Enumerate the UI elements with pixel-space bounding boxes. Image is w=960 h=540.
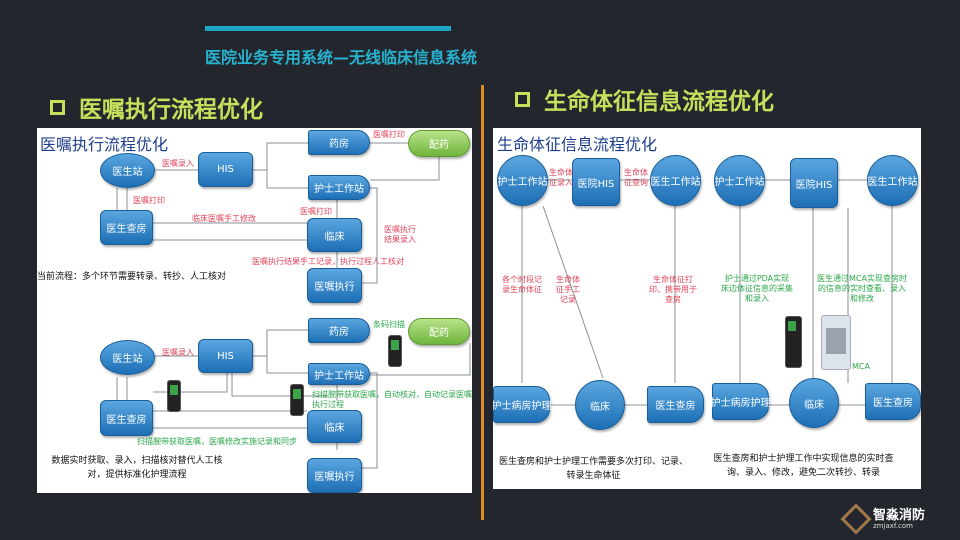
pda-device-icon (167, 380, 181, 412)
node-doctor-rounds: 医生查房 (100, 210, 153, 245)
pda-device-icon (290, 384, 304, 416)
node-pharmacy: 药房 (308, 318, 370, 343)
label-barcode-scan: 条码扫描 (373, 320, 405, 329)
current-process-note: 当前流程：多个环节需要转录、转抄、人工核对 (37, 272, 227, 282)
label-order-print: 医嘱打印 (373, 130, 405, 139)
section-divider (481, 85, 484, 520)
right-heading-text: 生命体征信息流程优化 (544, 89, 774, 115)
label-manual-modify: 临床医嘱手工修改 (192, 214, 256, 223)
diagram-connectors (521, 179, 893, 406)
label-manual-record: 生命体征手工记录 (556, 275, 580, 304)
improved-process-note: 数据实时获取、录入，扫描核对替代人工核对，提供标准化护理流程 (37, 455, 237, 482)
node-clinical: 临床 (307, 218, 362, 252)
right-section-heading: 生命体征信息流程优化 (515, 82, 774, 116)
left-heading-text: 医嘱执行流程优化 (79, 97, 263, 123)
label-order-entry: 医嘱录入 (162, 159, 194, 168)
checkbox-bullet-icon (50, 99, 65, 115)
label-mca-access: 医生通过MCA实现查房时的信息的实时查看、录入和修改 (817, 274, 907, 303)
node-dispense: 配药 (408, 318, 470, 345)
label-vital-entry: 生命体征录入 (549, 168, 573, 187)
node-nurse-station: 护士工作站 (308, 175, 370, 200)
node-his: HIS (198, 152, 253, 187)
mca-device-icon (821, 315, 851, 370)
node-clinical: 临床 (789, 378, 839, 428)
logo-url: zmjaxf.com (873, 521, 914, 530)
node-pharmacy: 药房 (308, 130, 370, 155)
label-manual-record: 医嘱执行结果手工记录，执行过程人工核对 (252, 257, 404, 266)
node-dispense: 配药 (408, 130, 470, 157)
node-nurse-station: 护士工作站 (308, 363, 370, 385)
note-line: 对，提供标准化护理流程 (87, 469, 187, 480)
node-order-execution: 医嘱执行 (307, 458, 362, 493)
pda-device-icon (388, 335, 402, 367)
label-result-entry: 医嘱执行结果录入 (384, 225, 416, 244)
title-accent-bar (205, 26, 451, 31)
node-doctor-rounds: 医生查房 (647, 386, 704, 423)
label-order-print: 医嘱打印 (300, 207, 332, 216)
logo-mark-icon (840, 503, 872, 535)
node-hospital-his: 医院HIS (790, 158, 838, 208)
diagram-connectors (116, 142, 471, 469)
label-pda-capture: 护士通过PDA实现床边体征信息的采集和录入 (721, 274, 793, 303)
label-record-vitals: 各个时段记录生命体征 (502, 275, 542, 294)
checkbox-bullet-icon (515, 91, 530, 107)
panel-title: 医嘱执行流程优化 (40, 135, 169, 154)
order-execution-diagram: 医嘱执行流程优化 医生站 HIS 药房 配药 护士工作站 医生查房 临床 医嘱执… (37, 128, 472, 493)
label-mca-device: MCA (852, 362, 870, 371)
node-doctor-rounds: 医生查房 (100, 400, 153, 436)
panel-title: 生命体征信息流程优化 (497, 135, 658, 154)
vital-signs-diagram: 生命体征信息流程优化 护士工作站 医院HIS 医生工作站 护士工作站 医院HIS… (493, 128, 921, 489)
node-doctor-station: 医生站 (100, 340, 155, 375)
logo-name: 智淼消防 (873, 507, 926, 523)
node-nurse-station: 护士工作站 (714, 155, 765, 206)
node-doctor-station: 医生站 (100, 153, 155, 188)
node-his: HIS (198, 339, 253, 373)
node-ward-care: 护士病房护理 (493, 386, 552, 423)
label-order-print: 医嘱打印 (133, 196, 165, 205)
node-doctor-station: 医生工作站 (867, 155, 918, 206)
label-scan-auto-verify: 扫描腕带获取医嘱，自动核对，自动记录医嘱执行过程 (312, 390, 472, 409)
pda-device-icon (785, 316, 802, 368)
node-doctor-rounds: 医生查房 (865, 383, 921, 420)
node-hospital-his: 医院HIS (572, 158, 620, 206)
label-print-vitals: 生命体征打印、携带用于查房 (649, 275, 697, 304)
node-nurse-station: 护士工作站 (497, 155, 548, 206)
label-order-entry: 医嘱录入 (162, 348, 194, 357)
current-process-note: 医生查房和护士护理工作需要多次打印、记录、转录生命体征 (498, 457, 688, 481)
label-scan-sync: 扫描腕带获取医嘱，医嘱修改实施记录和同步 (137, 437, 297, 446)
node-clinical: 临床 (307, 410, 362, 443)
node-ward-care: 护士病房护理 (711, 383, 771, 420)
node-clinical: 临床 (575, 380, 625, 430)
label-vital-query: 生命体征查询 (624, 168, 648, 187)
slide-subtitle: 医院业务专用系统—无线临床信息系统 (205, 48, 478, 67)
left-section-heading: 医嘱执行流程优化 (50, 90, 263, 124)
node-doctor-station: 医生工作站 (650, 155, 701, 206)
note-line: 数据实时获取、录入，扫描核对替代人工核 (51, 456, 223, 466)
improved-process-note: 医生查房和护士护理工作中实现信息的实时查询、录入、修改，避免二次转抄、转录 (713, 454, 894, 478)
node-order-execution: 医嘱执行 (307, 268, 362, 303)
